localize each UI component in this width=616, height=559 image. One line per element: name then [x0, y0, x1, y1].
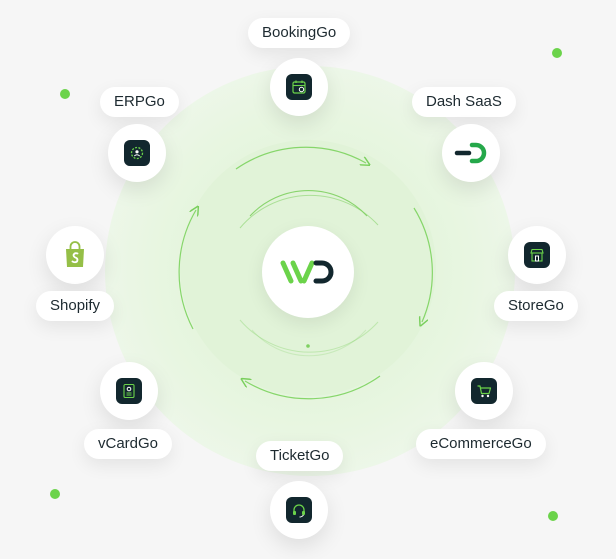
inner-ring-1 — [249, 190, 368, 217]
decor-dot — [50, 489, 60, 499]
orbit-arc-top — [235, 146, 366, 170]
ecommerce-node[interactable] — [455, 362, 513, 420]
ring-dot — [306, 344, 310, 348]
store-node[interactable] — [508, 226, 566, 284]
shopify-label[interactable]: Shopify — [36, 291, 115, 321]
vcard-node[interactable] — [100, 362, 158, 420]
orbit-arc-left — [178, 210, 196, 330]
shopify-node[interactable] — [46, 226, 104, 284]
decor-dot — [60, 89, 70, 99]
decor-dot — [552, 48, 562, 58]
store-label[interactable]: StoreGo — [494, 291, 578, 321]
inner-ring-4 — [251, 329, 367, 357]
dash-logo-icon — [454, 142, 487, 164]
vcard-label[interactable]: vCardGo — [84, 429, 173, 459]
store-icon — [530, 248, 544, 262]
inner-ring-2 — [239, 194, 379, 229]
headset-icon — [293, 504, 305, 518]
dash-node[interactable] — [442, 124, 500, 182]
ecommerce-label[interactable]: eCommerceGo — [416, 429, 546, 459]
erp-label[interactable]: ERPGo — [100, 87, 179, 117]
calendar-icon — [292, 80, 306, 94]
shopify-bag-icon — [66, 241, 84, 267]
booking-label[interactable]: BookingGo — [248, 18, 351, 48]
cart-icon — [477, 385, 492, 398]
vcard-icon — [123, 383, 135, 399]
gear-user-icon — [130, 146, 144, 160]
dash-label[interactable]: Dash SaaS — [412, 87, 516, 117]
ticket-label[interactable]: TicketGo — [256, 441, 344, 471]
workdo-logo-icon — [280, 260, 334, 284]
ticket-node[interactable] — [270, 481, 328, 539]
decor-dot — [548, 511, 558, 521]
inner-ring-3 — [239, 319, 379, 353]
erp-node[interactable] — [108, 124, 166, 182]
center-logo — [262, 226, 354, 318]
booking-node[interactable] — [270, 58, 328, 116]
orbit-arc-bottom — [245, 375, 381, 400]
orbit-arc-right — [413, 207, 433, 322]
